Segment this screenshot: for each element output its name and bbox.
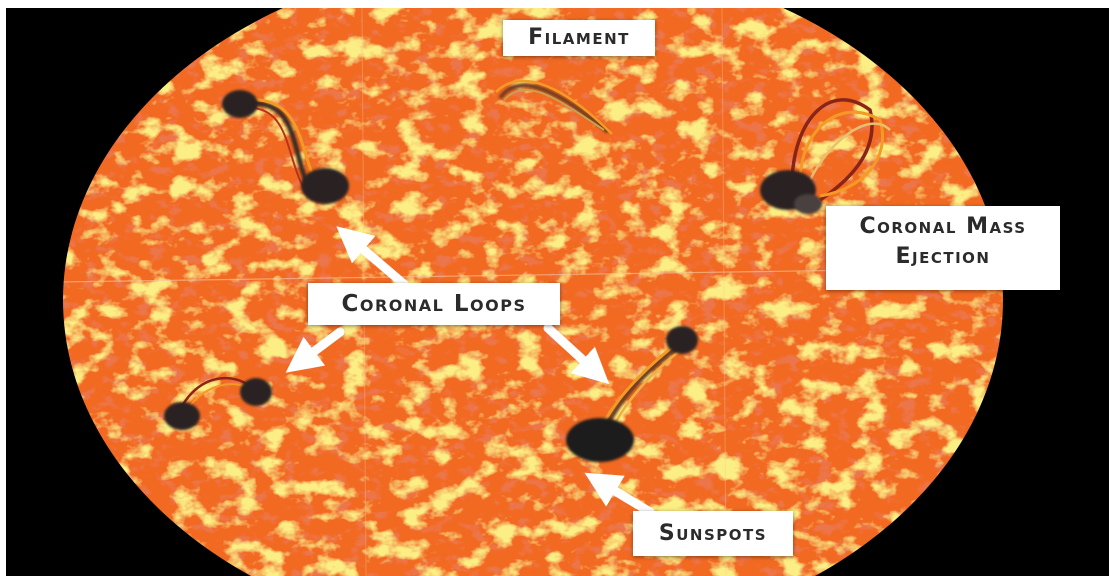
sunspot [666, 326, 698, 354]
cme-label-line-2: Ejection [826, 242, 1060, 272]
sunspot [240, 378, 272, 406]
sunspot [164, 402, 200, 430]
sunspot [222, 90, 258, 118]
screen-clip [0, 0, 1115, 8]
sunspot [566, 418, 634, 462]
filament-label: Filament [503, 20, 655, 56]
coronal-loops-label: Coronal Loops [308, 283, 560, 325]
cme-label-line-1: Coronal Mass [826, 212, 1060, 242]
coronal-mass-ejection-label: Coronal Mass Ejection [826, 206, 1060, 290]
sunspots-label: Sunspots [633, 511, 793, 556]
sunspot [794, 194, 822, 214]
sunspot [301, 168, 349, 204]
